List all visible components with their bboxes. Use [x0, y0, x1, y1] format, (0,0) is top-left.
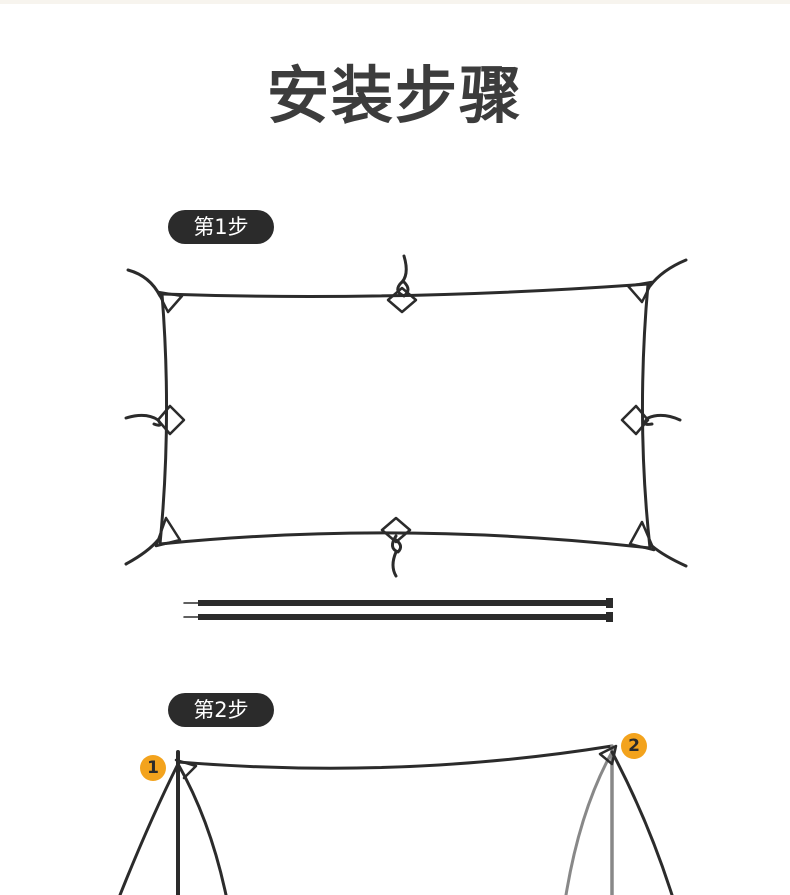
pole-pair [183, 598, 613, 622]
diamond-left [156, 404, 186, 436]
left-corner-patch [174, 758, 198, 780]
left-guyline-outer [118, 762, 180, 895]
corner-patch-top-left [156, 290, 184, 314]
loop-left [124, 413, 162, 427]
tarp-left-edge [158, 292, 169, 546]
loop-bottom [391, 534, 403, 578]
corner-patch-bottom-right [628, 520, 656, 552]
tarp-bottom-edge [158, 531, 652, 550]
guyline-bottom-left [124, 538, 160, 566]
right-guyline-outer [610, 750, 674, 895]
pole-upper-cap [606, 598, 613, 608]
diamond-right [620, 404, 650, 436]
guyline-top-right [648, 258, 688, 288]
step-1-tarp-illustration [124, 254, 688, 622]
pole-upper [198, 600, 610, 606]
loop-top [396, 254, 410, 298]
right-corner-patch [598, 744, 618, 766]
left-guyline-inner [176, 762, 228, 895]
pole-lower [198, 614, 610, 620]
pole-lower-cap [606, 612, 613, 622]
diamond-bottom [380, 516, 412, 544]
top-strip [0, 0, 790, 4]
step-2-tarp-setup-illustration [118, 744, 674, 895]
ridge-line [176, 744, 614, 770]
page-title: 安装步骤 [266, 59, 523, 132]
loop-right [643, 413, 682, 426]
corner-patch-bottom-left [154, 516, 182, 548]
step-marker-1: 1 [140, 755, 166, 781]
tarp-right-edge [640, 282, 652, 550]
guyline-bottom-right [650, 544, 688, 568]
corner-patch-top-right [626, 280, 654, 304]
step-marker-2: 2 [621, 733, 647, 759]
step-1-badge: 第1步 [168, 210, 274, 244]
right-guyline-inner [564, 750, 614, 895]
diamond-top [386, 286, 418, 314]
step-2-badge: 第2步 [168, 693, 274, 727]
guyline-top-left [126, 268, 162, 298]
